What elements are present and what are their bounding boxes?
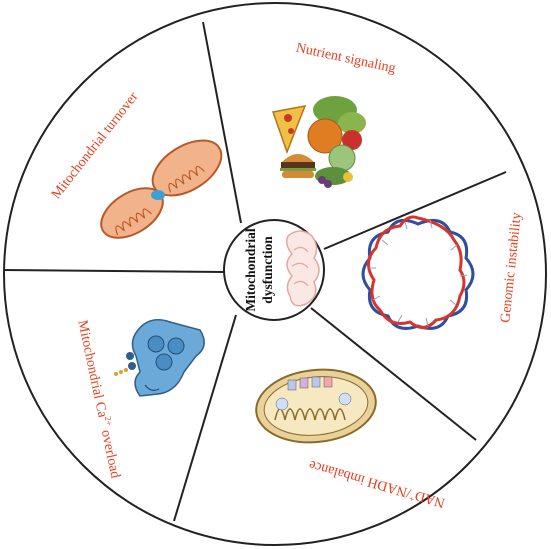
burger-patty xyxy=(281,162,315,168)
grapes xyxy=(324,180,332,188)
food-illustration xyxy=(272,96,366,188)
lettuce xyxy=(338,112,366,134)
center-subtitle: dysfunction xyxy=(260,236,275,304)
pumpkin xyxy=(307,118,343,154)
divider-right-bottom xyxy=(310,307,477,441)
divider-right-top xyxy=(323,171,507,250)
mitochondrion-daughter-top xyxy=(151,139,223,197)
burger-bun-top xyxy=(282,154,314,162)
calcium-ion xyxy=(114,372,118,376)
protein-complex xyxy=(287,379,297,391)
burger-lettuce xyxy=(280,168,316,171)
calcium-ion xyxy=(126,352,134,360)
channel-subunit xyxy=(167,337,185,355)
calcium-ion xyxy=(128,362,136,370)
dna-rung xyxy=(381,239,389,246)
pepperoni xyxy=(288,128,294,134)
dna-rung xyxy=(449,299,457,306)
divider-left xyxy=(3,269,226,273)
channel-subunit xyxy=(147,335,165,353)
mitochondrial-fission-illustration xyxy=(100,139,223,239)
matrix-molecule xyxy=(275,397,289,411)
calcium-ion xyxy=(124,368,128,372)
center-title-line1: Mitochondrial xyxy=(243,228,258,311)
divider-top xyxy=(202,21,242,224)
circular-dna-illustration xyxy=(361,215,475,330)
protein-complex xyxy=(311,376,321,388)
cristae xyxy=(115,208,152,236)
center-mitochondrion-cristae xyxy=(291,246,309,287)
segment-dividers xyxy=(3,21,507,522)
calcium-channel-illustration xyxy=(114,319,205,397)
protein-complex xyxy=(299,377,309,389)
center-title: Mitochondrial xyxy=(243,228,258,311)
dna-rung xyxy=(372,295,381,301)
dna-rung xyxy=(450,244,458,251)
calcium-sup: 2+ xyxy=(103,415,115,426)
grapes xyxy=(318,176,326,184)
divider-bottom xyxy=(173,314,237,522)
channel-subunit xyxy=(155,353,173,371)
mitochondrion-cristae-illustration xyxy=(255,368,377,444)
pepperoni xyxy=(284,114,292,122)
center-title-line2: dysfunction xyxy=(260,236,275,304)
dna-rung xyxy=(397,314,403,323)
dna-rung xyxy=(404,221,408,230)
cristae xyxy=(274,408,346,421)
calcium-ion xyxy=(119,370,123,374)
pepper xyxy=(343,172,353,182)
tomato xyxy=(342,130,362,150)
nad-sup: + xyxy=(408,493,416,504)
cristae xyxy=(168,165,205,193)
fission-site xyxy=(151,190,165,200)
protein-complex xyxy=(323,376,333,388)
dna-rung xyxy=(425,317,429,327)
dna-rung xyxy=(459,274,468,277)
dna-rungs xyxy=(369,219,468,327)
matrix-molecule xyxy=(338,392,352,406)
center-mitochondrion-outline xyxy=(285,230,320,307)
burger-bun-bottom xyxy=(282,171,314,178)
ion-flow-arrow xyxy=(144,384,160,391)
dna-strand-red xyxy=(367,215,466,329)
dna-rung xyxy=(429,219,433,229)
